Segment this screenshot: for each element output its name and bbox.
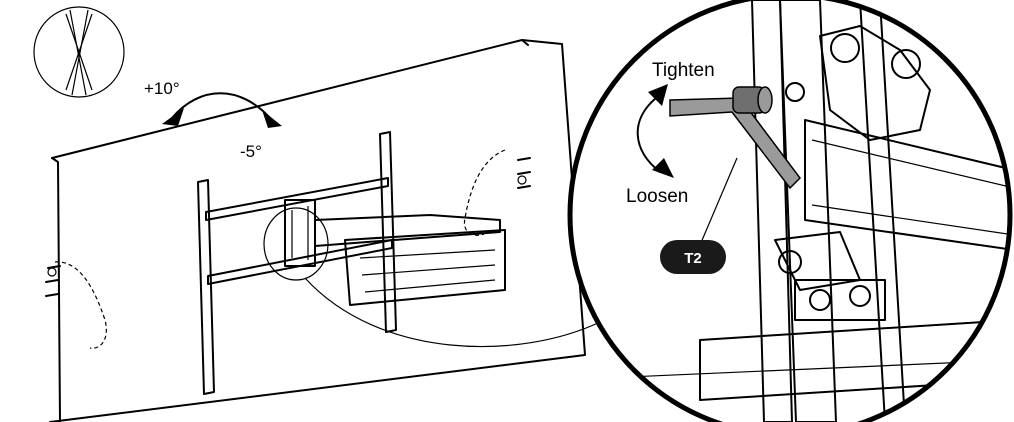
tool-badge-label: T2 (684, 250, 702, 267)
wall-mount-bracket (197, 131, 506, 395)
hand-left-icon (45, 261, 107, 349)
hand-right-icon (463, 149, 531, 236)
tool-badge (660, 240, 726, 274)
tilt-up-label: +10° (144, 79, 180, 98)
tilt-hint-inset (33, 6, 125, 98)
rotate-direction-icon (636, 84, 674, 178)
tilt-arrow-icon (162, 92, 282, 128)
detail-callout-ring (263, 207, 329, 281)
tv-panel (49, 39, 586, 422)
tool-leader-line (699, 157, 738, 246)
tilt-down-label: -5° (240, 142, 262, 161)
tighten-label: Tighten (652, 60, 715, 81)
hex-key-icon (669, 86, 801, 190)
loosen-label: Loosen (626, 186, 688, 207)
zoom-detail (567, 0, 1013, 422)
callout-leader-line (304, 277, 601, 348)
